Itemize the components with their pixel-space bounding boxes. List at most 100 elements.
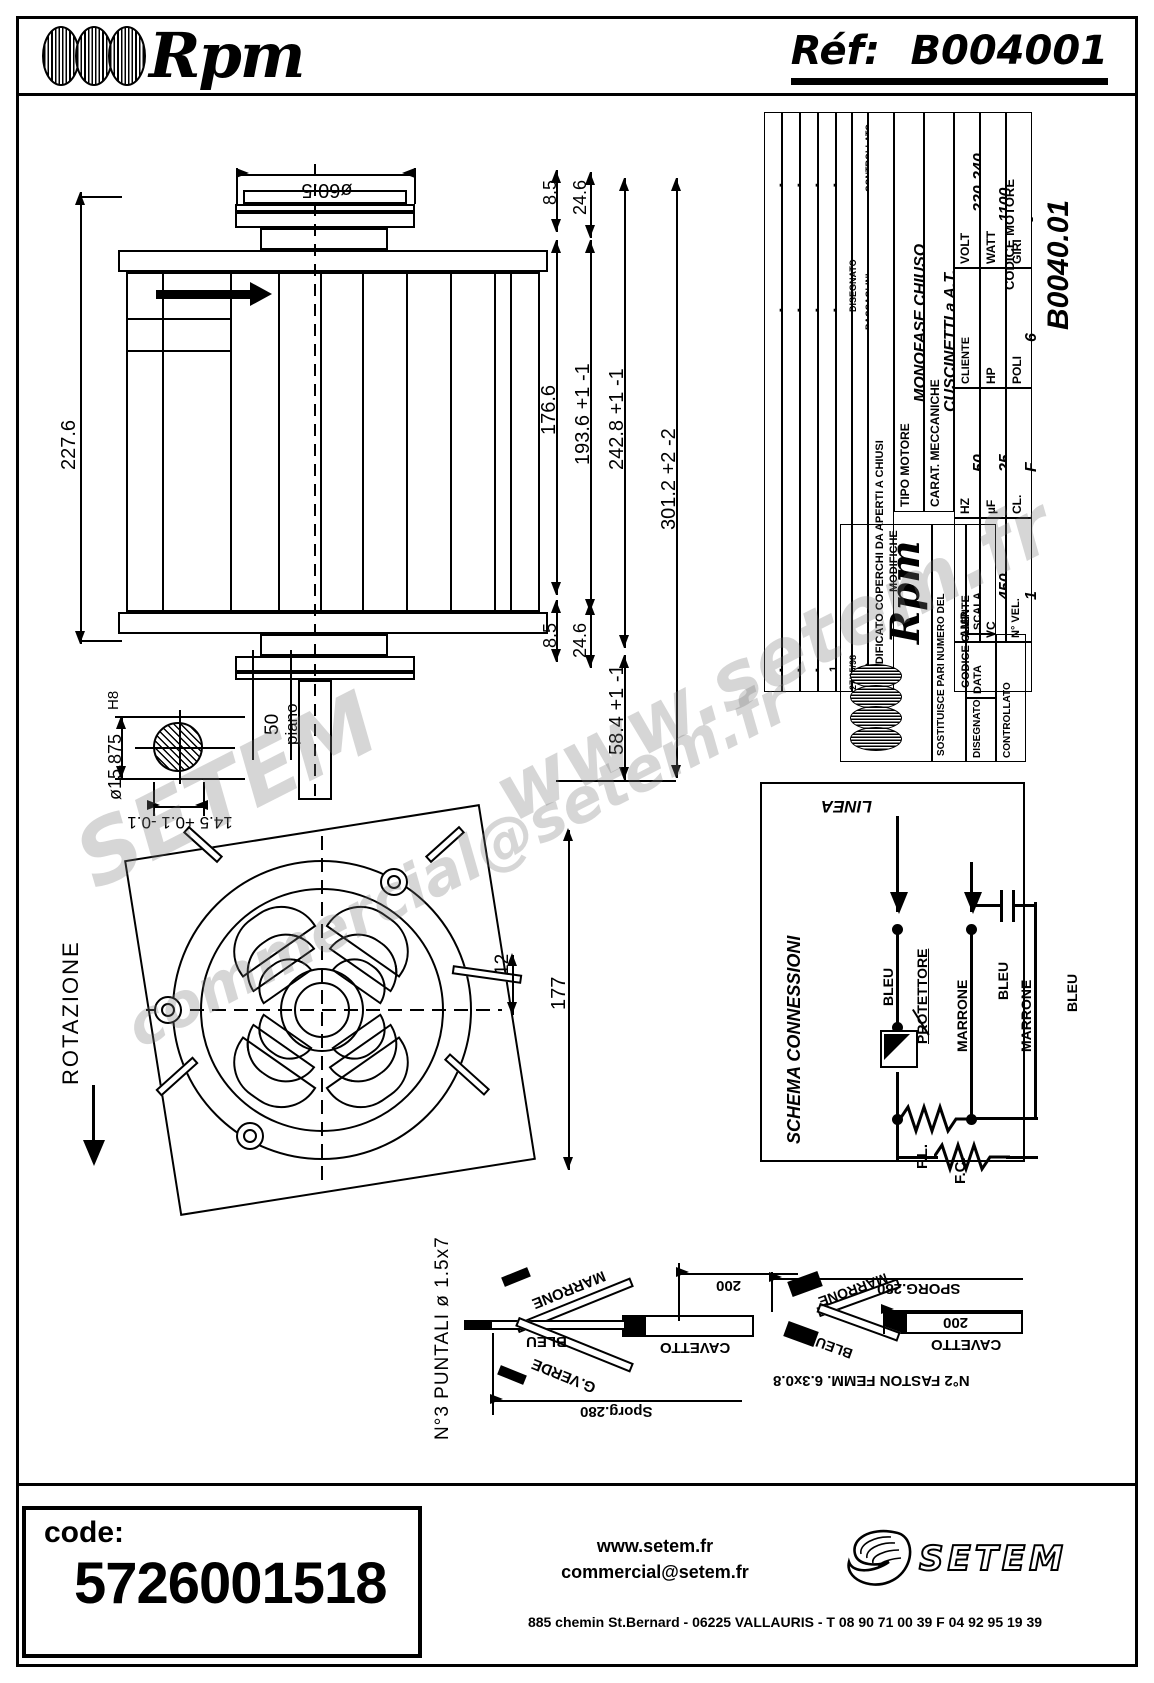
ext-line <box>80 196 122 198</box>
dim-arrow <box>676 1267 689 1277</box>
direction-arrow-head <box>250 282 272 306</box>
label-marrone-1: MARRONE <box>954 979 970 1052</box>
label-fc: F.C. <box>952 1157 969 1184</box>
dim-line <box>512 955 514 1015</box>
capacitor-lead-left <box>974 904 1002 907</box>
brand-coils <box>850 664 902 751</box>
dim-arrow <box>563 828 573 841</box>
spec-label-hp: HP <box>984 367 998 384</box>
ext-line <box>115 778 245 780</box>
fc-winding-icon <box>934 1140 1010 1174</box>
ext-line <box>556 780 676 782</box>
setem-website[interactable]: www.setem.fr <box>596 1536 714 1556</box>
rev-dash: - <box>828 308 840 312</box>
flange-body-bottom <box>235 656 415 672</box>
dim-line <box>80 192 82 644</box>
dim-arrow <box>585 602 595 615</box>
dim-arrow <box>619 178 629 191</box>
rev-dash: - <box>774 183 786 187</box>
modifiche-col <box>868 112 894 692</box>
ext-line <box>236 168 238 204</box>
scala-label: SCALA <box>972 592 984 630</box>
feed-arrow-right <box>964 892 982 914</box>
dim-arrow <box>585 655 595 668</box>
feed-arrow-left <box>890 892 908 914</box>
ref-value: B004001 <box>910 28 1108 74</box>
detail-line <box>162 272 164 612</box>
codice-cliente-cell <box>954 642 1032 692</box>
stator-fin <box>510 272 512 612</box>
dim-sporg-280: Sporg.280 <box>580 1403 653 1420</box>
spec-label-volt: VOLT <box>958 232 972 264</box>
label-bleu: BLEU <box>813 1333 855 1363</box>
dim-line <box>624 178 626 648</box>
rpm-logo: Rpm <box>42 25 305 87</box>
disegnato-cell <box>966 698 996 762</box>
ext-line <box>883 1306 885 1334</box>
dim-arrow <box>585 225 595 238</box>
capacitor-plate-b <box>1012 890 1015 922</box>
dim-8-5-top: 8.5 <box>540 179 560 205</box>
dim-line <box>556 600 558 662</box>
ext-line <box>414 168 416 204</box>
data-label: DATA <box>972 665 984 694</box>
dim-arrow <box>507 1002 517 1015</box>
spec-cell <box>980 518 1006 642</box>
stator-fin <box>320 272 322 612</box>
codice-motore-label: CODICE MOTORE <box>1002 179 1017 290</box>
dim-line <box>492 1400 742 1402</box>
rev-dash: - <box>792 308 804 312</box>
spec-value-poli: 6 <box>1023 333 1040 342</box>
ext-line <box>80 640 122 642</box>
label-bleu: BLEU <box>526 1333 567 1350</box>
scala-cell <box>966 524 996 634</box>
dim-arrow <box>563 1157 573 1170</box>
dim-arrow <box>551 649 561 662</box>
dim-arrow <box>619 767 629 780</box>
ext-line <box>153 782 155 816</box>
spec-label-cl: CL. <box>1010 494 1024 514</box>
cable-detail-right: N°2 FASTON FEMM. 6.3x0.8 MARRONE BLEU CA… <box>755 1230 1035 1430</box>
mounting-boss <box>161 1003 175 1017</box>
ext-line <box>252 650 254 760</box>
dim-arrow <box>671 178 681 191</box>
ext-line <box>203 782 205 816</box>
cavetto-end <box>622 1315 646 1337</box>
centerline-v <box>321 836 323 1186</box>
flange-body-top <box>235 212 415 228</box>
dim-arrow <box>75 631 85 644</box>
dim-total-height: 227.6 <box>58 419 80 470</box>
dim-arrow <box>116 716 126 729</box>
stator-fin <box>406 272 408 612</box>
flange-plate-top <box>235 204 415 212</box>
linea-label: LINEA <box>821 797 872 816</box>
cliente-cell <box>954 268 980 388</box>
dim-arrow <box>236 168 249 178</box>
title-block-lower: Rpm SOSTITUISCE PARI NUMERO DEL SCALA DA… <box>764 524 1026 762</box>
label-marrone-2: MARRONE <box>1018 979 1034 1052</box>
sostituisce-label: SOSTITUISCE PARI NUMERO DEL <box>936 593 947 756</box>
setem-wordmark: SETEM <box>918 1538 1067 1580</box>
feed-line-right <box>970 862 973 912</box>
mounting-boss <box>387 875 401 889</box>
center-mark <box>179 710 181 784</box>
dim-key-length: 50 <box>262 713 283 735</box>
dim-line <box>771 1278 1023 1280</box>
centerline-h <box>146 1009 502 1011</box>
label-cavetto: CAVETTO <box>931 1336 1002 1353</box>
capacitor-lead-right <box>1014 904 1036 907</box>
dim-line <box>556 240 558 595</box>
stator-fin <box>278 272 280 612</box>
setem-email[interactable]: commercial@setem.fr <box>561 1562 749 1582</box>
controllato-label: CONTROLLATO <box>1002 682 1013 758</box>
label-rotazione: ROTAZIONE <box>58 940 83 1085</box>
cliente-label: CLIENTE <box>960 336 972 384</box>
faston-marrone <box>787 1271 823 1297</box>
rev-col <box>782 112 800 692</box>
label-bleu-2: BLEU <box>1064 973 1080 1012</box>
rev-col <box>800 112 818 692</box>
rev-col <box>764 112 782 692</box>
bearing-hub-top <box>260 228 388 250</box>
shaft-key-detail: ø15.875 H8 14.5 +0.1 -0.1 <box>95 690 315 832</box>
